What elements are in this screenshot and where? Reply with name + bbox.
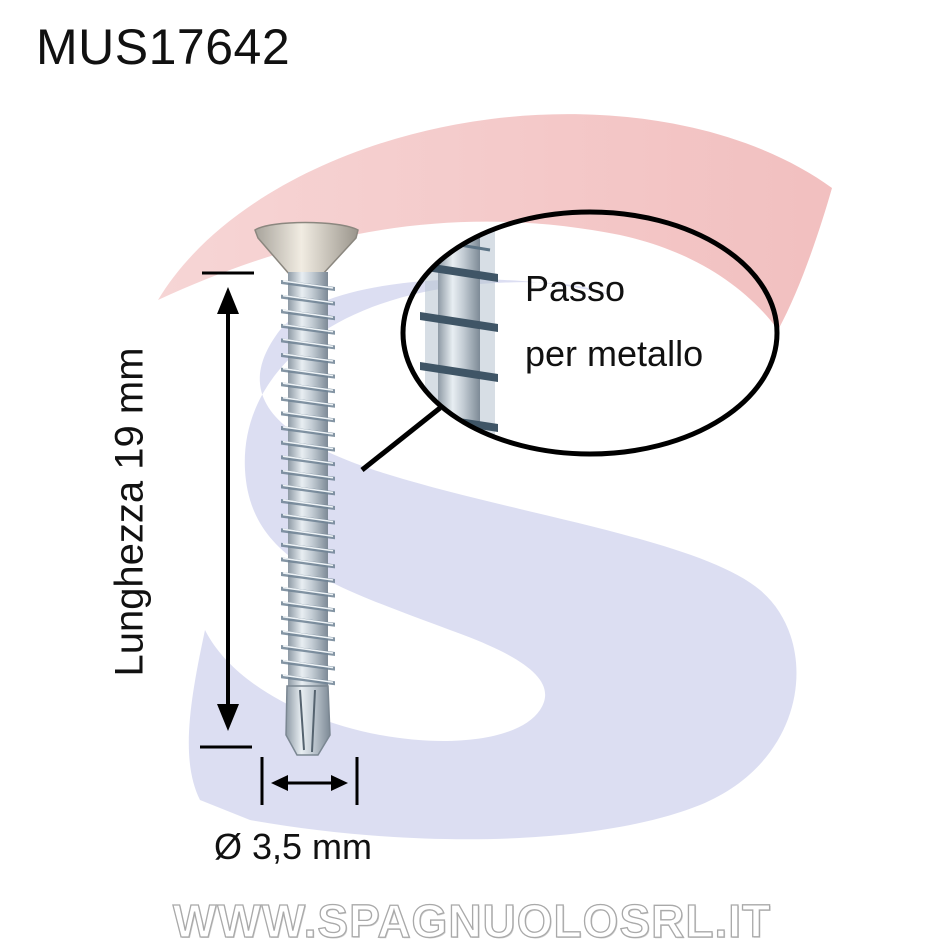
- screw-thread-highlight: [282, 440, 334, 450]
- callout-text-line2: per metallo: [525, 333, 704, 374]
- logo-blue-s: [188, 279, 797, 840]
- screw-thread-highlight: [282, 543, 334, 552]
- screw-thread-highlight: [282, 338, 334, 348]
- screw-thread-highlight: [282, 659, 334, 669]
- screw-thread-highlight: [282, 397, 334, 406]
- callout-ellipse: [400, 209, 780, 457]
- diameter-arrow-head-right: [331, 775, 348, 791]
- screw-thread-highlight: [282, 455, 334, 464]
- length-arrow-head-down: [217, 704, 239, 731]
- callout-text-line1: Passo: [525, 268, 626, 309]
- logo-watermark: [158, 114, 832, 840]
- screw-thread-highlight: [282, 572, 334, 581]
- screw-drill-tip: [285, 685, 331, 756]
- screw-illustration: [254, 221, 359, 756]
- website-watermark: WWW.SPAGNUOLOSRL.IT: [172, 894, 772, 947]
- screw-thread-highlight: [282, 484, 334, 494]
- diameter-dimension: [260, 757, 359, 805]
- screw-thread-highlight: [282, 645, 334, 654]
- screw-thread-highlight: [282, 411, 334, 421]
- screw-thread-highlight: [282, 674, 334, 683]
- length-arrow-head-up: [217, 287, 239, 314]
- length-label: Lunghezza 19 mm: [107, 347, 152, 677]
- screw-thread-highlight: [282, 513, 334, 523]
- screw-thread-highlight: [282, 470, 334, 479]
- diameter-label: Ø 3,5 mm: [214, 826, 373, 867]
- screw-thread-highlight: [282, 382, 334, 391]
- screw-thread-highlight: [282, 426, 334, 435]
- screw-thread-highlight: [282, 309, 334, 318]
- screw-threads: [281, 280, 335, 686]
- screw-thread-highlight: [282, 528, 334, 537]
- screw-thread-highlight: [282, 586, 334, 596]
- logo-red-swoosh: [158, 114, 832, 330]
- diameter-arrow-head-left: [271, 775, 288, 791]
- screw-thread-highlight: [282, 499, 334, 508]
- length-dimension: [200, 271, 254, 749]
- screw-thread-highlight: [282, 353, 334, 362]
- product-code: MUS17642: [36, 19, 291, 75]
- screw-thread-highlight: [282, 294, 334, 304]
- screw-thread-highlight: [282, 367, 334, 377]
- screw-thread-highlight: [282, 601, 334, 610]
- screw-thread-highlight: [282, 630, 334, 640]
- screw-thread-highlight: [282, 557, 334, 567]
- callout-leader-line: [360, 406, 442, 472]
- screw-thread-highlight: [282, 324, 334, 333]
- screw-head: [254, 221, 359, 276]
- screw-thread-highlight: [282, 280, 334, 289]
- screw-thread-highlight: [282, 616, 334, 625]
